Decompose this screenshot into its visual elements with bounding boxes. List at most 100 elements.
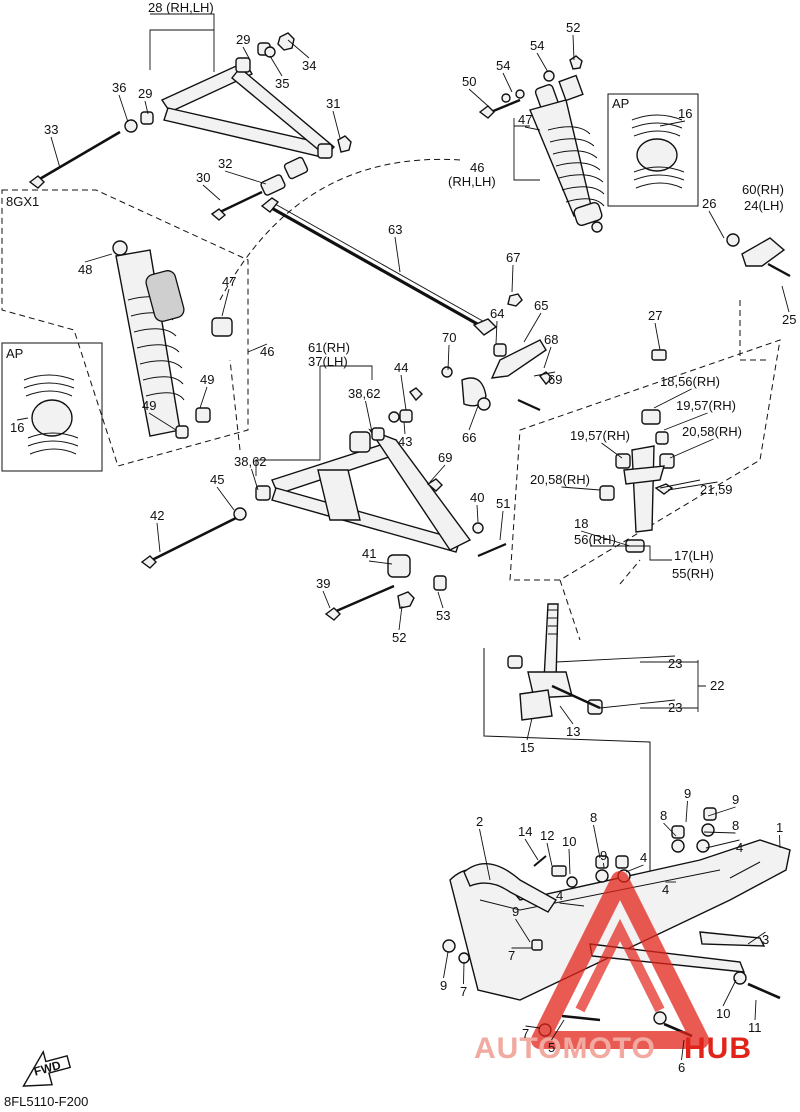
leader-line [561,486,601,491]
callout-label: 46 [260,344,274,359]
callout-label: 11 [748,1020,762,1035]
leader-line [50,136,61,169]
callout-label: 16 [678,106,692,121]
callout-label: 29 [236,32,250,47]
leader-line [216,486,235,511]
callout-label: 33 [44,122,58,137]
callout-label: 38,62 [234,454,267,469]
callout-label: 38,62 [348,386,381,401]
leader-line [502,72,513,93]
callout-label: 20,58(RH) [530,472,590,487]
leader-line [463,961,465,985]
callout-label: 26 [702,196,716,211]
leader-line [572,34,575,61]
callout-label: 31 [326,96,340,111]
callout-label: 54 [530,38,544,53]
leader-line [653,388,692,409]
leader-line [708,210,725,239]
callout-label: 24(LH) [744,198,784,213]
callout-label: 14 [518,824,532,839]
leader-line [394,236,401,273]
callout-label: 47 [222,274,236,289]
leader-line [524,838,539,861]
group-bracket [640,660,706,712]
leader-line [523,312,542,343]
callout-label: 6 [678,1060,685,1075]
callout-label: 25 [782,312,796,327]
leader-line [599,699,676,709]
leader-line [654,322,661,351]
callout-label: 55(RH) [672,566,714,581]
callout-label: 5 [548,1040,555,1055]
callout-label: 18,56(RH) [660,374,720,389]
callout-label: 23 [668,656,682,671]
callout-label: 28 (RH,LH) [148,0,214,15]
leader-line [287,39,310,59]
callout-label: 29 [138,86,152,101]
callout-label: 9 [600,848,607,863]
leader-line [479,828,491,881]
callout-label: 69 [548,372,562,387]
callout-label: 41 [362,546,376,561]
leader-line [705,839,740,849]
leader-line [468,405,479,431]
callout-label: 18 [574,516,588,531]
leader-line [148,412,177,431]
leader-line [443,951,449,979]
callout-label: 61(RH) [308,340,350,355]
leader-line [536,52,549,73]
leader-line [84,253,113,263]
callout-label: 69 [438,450,452,465]
variant-8gx1-label: 8GX1 [6,194,39,209]
leader-line [533,371,556,377]
callout-label: 27 [648,308,662,323]
callout-label: 4 [736,840,743,855]
front-shock-absorber [478,55,605,233]
leader-line [703,831,736,834]
callout-label: 15 [520,740,534,755]
callout-label: 3 [762,932,769,947]
callout-label: 49 [200,372,214,387]
callout-label: 48 [78,262,92,277]
leader-line [221,288,230,317]
leader-line [269,55,283,77]
spindle-assembly [229,300,781,641]
leader-line [555,655,676,663]
callout-label: 19,57(RH) [570,428,630,443]
callout-label: 12 [540,828,554,843]
leader-line [511,264,514,293]
callout-label: 36 [112,80,126,95]
leader-line [681,1039,685,1061]
leader-line [447,344,450,371]
upper-a-arm [28,32,352,221]
callout-label: 23 [668,700,682,715]
leader-line [224,170,267,185]
leader-line [524,126,541,131]
leader-line [368,560,393,565]
leader-line [601,442,623,459]
callout-label: 7 [522,1026,529,1041]
callout-label: (RH,LH) [448,174,496,189]
callout-label: 30 [196,170,210,185]
watermark-text-a: AUTOMOTO [474,1032,656,1065]
group-bracket [255,365,373,476]
callout-label: 53 [436,608,450,623]
leader-line [251,468,259,491]
ap-top-label: AP [612,96,629,111]
callout-label: 47 [518,112,532,127]
leader-line [546,842,553,867]
callout-label: 1 [776,820,783,835]
callout-label: 20,58(RH) [682,424,742,439]
leader-line [156,522,161,553]
leader-line [747,931,766,945]
callout-label: 43 [398,434,412,449]
fwd-label: FWD [32,1058,62,1079]
leader-line [476,504,479,523]
callout-label: 19,57(RH) [676,398,736,413]
callout-label: 10 [716,1006,730,1021]
callout-label: 2 [476,814,483,829]
callout-label: 64 [490,306,504,321]
group-bracket [513,118,540,181]
ski-column [483,603,651,930]
